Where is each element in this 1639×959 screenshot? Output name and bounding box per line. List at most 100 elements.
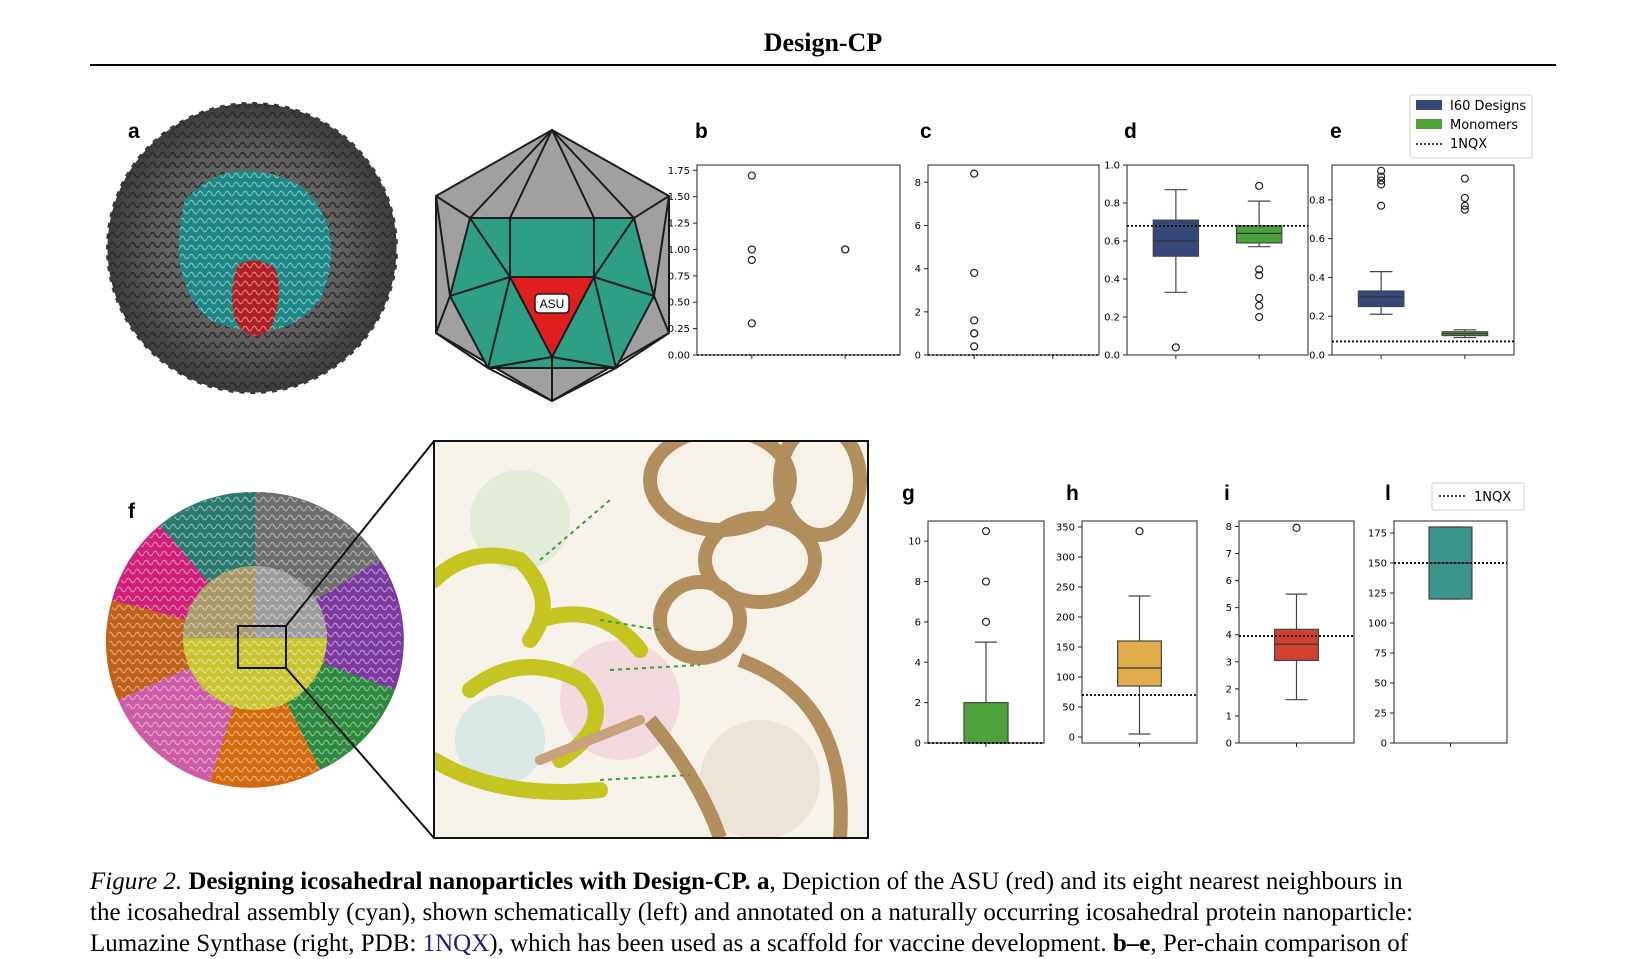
ytick-label-b-3: 0.75 [668,271,690,282]
flier-e-0-4 [1377,201,1386,210]
flier-d-0-0 [1171,343,1180,352]
flier-e-1-3 [1460,205,1469,214]
ytick-label-i-6: 6 [1226,576,1232,587]
flier-e-1-0 [1460,174,1469,183]
ytick-label-i-4: 4 [1226,630,1232,641]
ytick-label-d-2: 0.4 [1104,275,1120,286]
caption-title: Designing icosahedral nanoparticles with… [188,868,751,895]
ytick-label-l-3: 75 [1374,649,1387,660]
panel-label-d: d [1124,120,1137,143]
point-b-0-0 [747,171,756,180]
ytick-label-l-1: 25 [1374,709,1387,720]
caption-line-2: the icosahedral assembly (cyan), shown s… [90,899,1414,926]
ytick-label-c-0: 0 [915,351,921,362]
plot-frame-e [1331,164,1515,356]
point-c-0-4 [970,329,979,338]
box-i-0 [1274,628,1319,662]
point-b-0-1 [747,245,756,254]
ytick-label-l-6: 150 [1368,559,1387,570]
ytick-label-g-5: 10 [908,537,921,548]
flier-e-0-1 [1377,172,1386,181]
ytick-label-e-3: 0.6 [1309,234,1325,245]
ytick-label-e-2: 0.4 [1309,273,1325,284]
legend-bottom-label-1nqx: 1NQX [1474,490,1511,505]
panel-label-e: e [1330,120,1342,143]
zoom-interface-view [434,441,868,838]
ytick-label-g-0: 0 [915,739,921,750]
ytick-label-i-7: 7 [1226,549,1232,560]
flier-d-1-4 [1255,301,1264,310]
plot-frame-b [696,164,901,356]
flier-e-0-2 [1377,176,1386,185]
caption-be-label: b–e [1112,930,1151,957]
colored-nanoparticle [105,440,435,839]
ytick-label-b-0: 0.00 [668,351,690,362]
ytick-label-b-7: 1.75 [668,166,690,177]
ytick-label-d-0: 0.0 [1104,351,1120,362]
legend-swatch-monomers [1416,119,1442,129]
ytick-label-d-5: 1.0 [1104,161,1120,172]
asu-label: ASU [540,297,565,311]
legend-label-monomers: Monomers [1450,118,1518,133]
point-c-0-1 [970,268,979,278]
ytick-label-h-1: 50 [1062,703,1075,714]
ytick-label-c-4: 8 [915,178,921,189]
ytick-label-h-4: 200 [1056,613,1075,624]
flier-h-0-0 [1135,527,1144,536]
figure-canvas: ASU [104,94,1533,839]
ytick-label-d-3: 0.6 [1104,237,1120,248]
flier-d-1-3 [1255,293,1264,303]
flier-d-1-2 [1255,271,1264,280]
panel-label-b: b [695,120,708,143]
point-c-0-2 [970,316,979,325]
ytick-label-i-8: 8 [1226,522,1232,533]
flier-e-1-2 [1460,201,1469,210]
ytick-label-e-4: 0.8 [1309,195,1325,206]
flier-g-0-0 [981,526,991,536]
pdb-link-1nqx[interactable]: 1NQX [422,930,490,957]
flier-g-0-2 [981,617,991,627]
page-header: Design-CP [90,22,1556,66]
point-b-1-1 [841,245,850,254]
legend-top: I60 Designs Monomers 1NQX [1409,94,1533,159]
ytick-label-h-2: 100 [1056,673,1075,684]
legend-label-i60: I60 Designs [1450,99,1526,114]
ytick-label-l-2: 50 [1374,679,1387,690]
running-title: Design-CP [763,28,883,57]
ytick-label-c-3: 6 [915,221,921,232]
ytick-label-c-2: 4 [915,264,921,275]
ytick-label-l-5: 125 [1368,589,1387,600]
point-c-0-5 [970,342,979,351]
ytick-label-e-0: 0.0 [1309,351,1325,362]
flier-d-1-5 [1255,312,1264,322]
ytick-label-b-2: 0.50 [668,298,690,309]
ytick-label-i-1: 1 [1226,711,1232,722]
ytick-label-h-6: 300 [1056,553,1075,564]
ytick-label-e-1: 0.2 [1309,312,1325,323]
panel-label-g: g [902,482,915,505]
caption-fig-label: Figure 2. [90,868,183,895]
ytick-label-c-1: 2 [915,307,921,318]
legend-label-1nqx: 1NQX [1450,137,1487,152]
charts-layer: 0.000.250.500.751.001.251.501.75024680.0… [668,161,1515,750]
ytick-label-g-4: 8 [915,577,921,588]
ytick-label-i-0: 0 [1226,739,1232,750]
panel-label-c: c [920,120,932,143]
legend-swatch-i60 [1416,100,1442,110]
zoom-frame [433,440,869,839]
box-e-0 [1357,290,1405,308]
caption-line3a: Lumazine Synthase (right, PDB: [90,930,423,957]
ytick-label-d-1: 0.2 [1104,313,1120,324]
ytick-label-h-0: 0 [1069,733,1075,744]
caption-line3b: ), which has been used as a scaffold for… [489,930,1113,957]
ytick-label-b-5: 1.25 [668,219,690,230]
ytick-label-b-4: 1.00 [668,245,690,256]
flier-d-1-1 [1255,265,1264,274]
ytick-label-l-0: 0 [1381,739,1387,750]
point-b-0-2 [747,255,756,265]
flier-g-0-1 [981,577,991,586]
ytick-label-b-6: 1.50 [668,192,690,203]
legend-bottom: 1NQX [1431,482,1525,511]
figure-caption: Figure 2. Designing icosahedral nanopart… [90,866,1556,959]
panel-label-i: i [1224,482,1230,505]
